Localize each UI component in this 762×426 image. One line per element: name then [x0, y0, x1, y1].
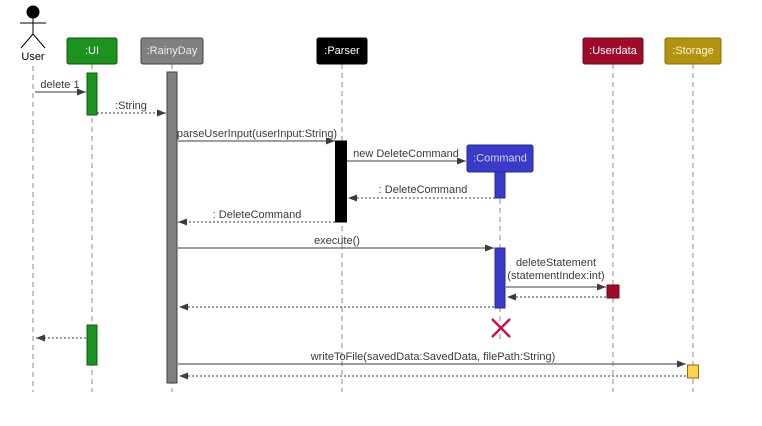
message-label-5: : DeleteCommand	[213, 209, 302, 221]
activation-bar-userdata	[606, 284, 620, 299]
activation-bar-command	[494, 171, 506, 199]
actor-leg-left	[20, 33, 34, 49]
activation-bar-rainyday	[166, 71, 178, 384]
message-arrowhead-12	[179, 372, 188, 380]
message-arrowhead-1	[157, 109, 166, 117]
message-label-3: new DeleteCommand	[353, 148, 459, 160]
message-arrowhead-3	[457, 157, 466, 165]
participant-storage	[664, 37, 722, 65]
participant-command	[466, 144, 534, 173]
participant-label-parser: :Parser	[324, 45, 360, 57]
destroy-icon	[491, 318, 511, 338]
message-label-11: writeToFile(savedData:SavedData, filePat…	[310, 351, 556, 363]
activation-bar-command	[494, 247, 506, 309]
actor-label: User	[21, 51, 45, 63]
message-label-1: :String	[115, 100, 147, 112]
message-arrowhead-5	[178, 218, 187, 226]
actor-leg-right	[32, 33, 46, 49]
activation-bar-parser	[335, 140, 347, 223]
participant-label-command: :Command	[473, 153, 527, 165]
message-label2-7: (statementIndex:int)	[507, 270, 604, 282]
activation-bar-ui	[86, 72, 98, 116]
participant-label-userdata: :Userdata	[589, 45, 638, 57]
activation-bar-storage	[687, 364, 699, 379]
message-label-0: delete 1	[40, 79, 79, 91]
participant-rainyday	[140, 37, 204, 65]
message-arrowhead-0	[77, 88, 86, 96]
participant-parser	[316, 37, 368, 65]
participant-ui	[66, 37, 118, 65]
message-arrowhead-2	[326, 137, 335, 145]
message-arrowhead-10	[36, 334, 45, 342]
message-label-2: parseUserInput(userInput:String)	[177, 128, 337, 140]
participant-label-rainyday: :RainyDay	[147, 45, 198, 57]
actor-head	[26, 5, 40, 19]
message-arrowhead-6	[485, 244, 494, 252]
message-arrowhead-4	[348, 194, 357, 202]
message-label-4: : DeleteCommand	[379, 184, 468, 196]
message-arrowhead-8	[507, 293, 516, 301]
actor-user	[20, 5, 46, 49]
message-arrowhead-9	[179, 303, 188, 311]
message-arrowhead-7	[597, 283, 606, 291]
message-label-7: deleteStatement	[516, 257, 596, 269]
message-arrowhead-11	[677, 360, 686, 368]
activation-bar-ui	[86, 324, 98, 366]
participant-label-storage: :Storage	[672, 45, 714, 57]
message-label-6: execute()	[314, 235, 360, 247]
participant-label-ui: :UI	[85, 45, 99, 57]
participant-userdata	[582, 37, 644, 65]
